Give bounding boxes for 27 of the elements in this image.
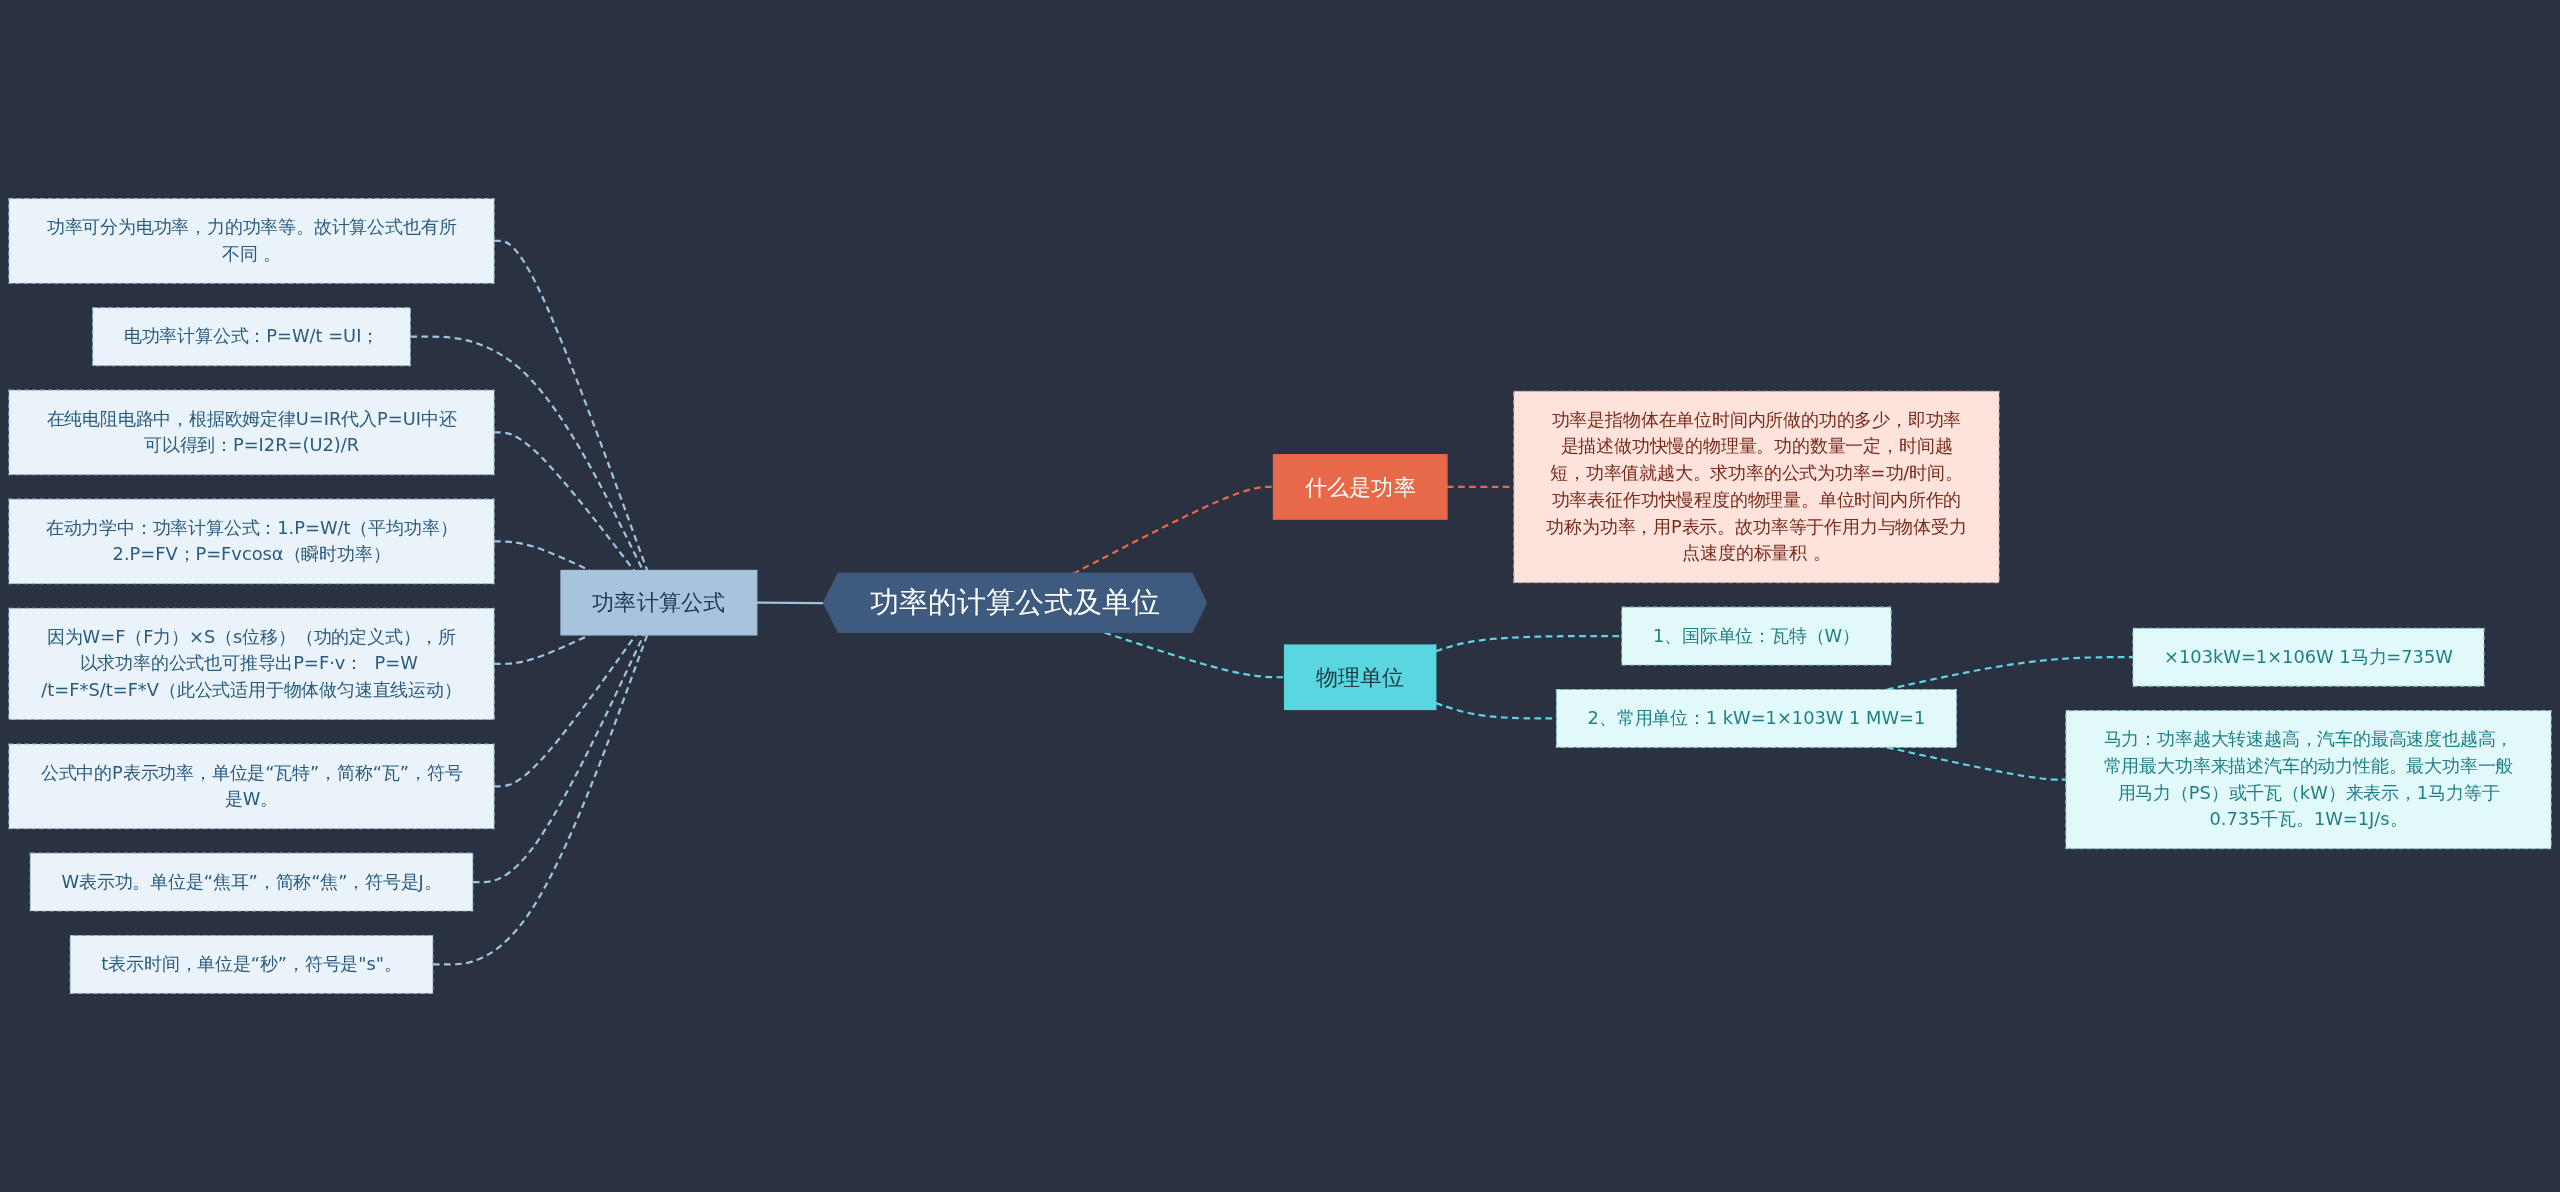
node-box: t表示时间，单位是“秒”，符号是"s"。 bbox=[69, 934, 434, 994]
connector bbox=[494, 431, 635, 572]
node-box: 什么是功率 bbox=[1272, 454, 1448, 520]
node-box: 1、国际单位：瓦特（W） bbox=[1621, 606, 1892, 666]
node-box: 功率是指物体在单位时间内所做的功的多少，即功率是描述做功快慢的物理量。功的数量一定，时间越短，功率值就越大。求功率的公式为功率=功/时间。功率表征作功快慢程度的物理量。单位时间内所作的功称为功率，用P表示。故功率等于作用力与物体受力点速度的标量积 。 bbox=[1513, 390, 2000, 584]
node-box: 物理单位 bbox=[1284, 644, 1437, 711]
node-box: 功率可分为电功率，力的功率等。故计算公式也有所不同 。 bbox=[8, 198, 495, 284]
connector bbox=[1886, 746, 2066, 781]
node-box: ×103kW=1×106W 1马力=735W bbox=[2132, 627, 2485, 687]
node-box: 电功率计算公式：P=W/t =UI； bbox=[92, 307, 411, 367]
connector bbox=[472, 634, 645, 884]
connector bbox=[1886, 656, 2133, 691]
connector bbox=[1435, 634, 1622, 653]
connector bbox=[410, 335, 644, 571]
node-box: 公式中的P表示功率，单位是“瓦特”，简称“瓦”，符号是W。 bbox=[8, 743, 495, 830]
connector bbox=[756, 601, 825, 605]
node-box: W表示功。单位是“焦耳”，简称“焦”，符号是J。 bbox=[29, 852, 474, 912]
connector bbox=[1104, 631, 1285, 679]
connector bbox=[494, 239, 649, 571]
node-box: 马力：功率越大转速越高，汽车的最高速度也越高，常用最大功率来描述汽车的动力性能。最大功率一般用马力（PS）或千瓦（kW）来表示，1马力等于0.735千瓦。1W=1J/s。 bbox=[2065, 710, 2552, 850]
connector bbox=[432, 634, 649, 966]
node-box: 2、常用单位：1 kW=1×103W 1 MW=1 bbox=[1555, 688, 1958, 748]
connector bbox=[1072, 485, 1274, 575]
node-box: 在纯电阻电路中，根据欧姆定律U=IR代入P=UI中还可以得到：P=I2R=(U2)/R bbox=[8, 389, 495, 476]
node-box: 在动力学中：功率计算公式：1.P=W/t（平均功率）2.P=FV；P=Fvcosα（瞬时功率） bbox=[8, 498, 495, 585]
node-box: 因为W=F（F力）×S（s位移）（功的定义式），所以求功率的公式也可推导出P=F·v： P=W /t=F*S/t=F*V（此公式适用于物体做匀速直线运动） bbox=[8, 607, 495, 721]
node-box: 功率计算公式 bbox=[560, 569, 758, 636]
